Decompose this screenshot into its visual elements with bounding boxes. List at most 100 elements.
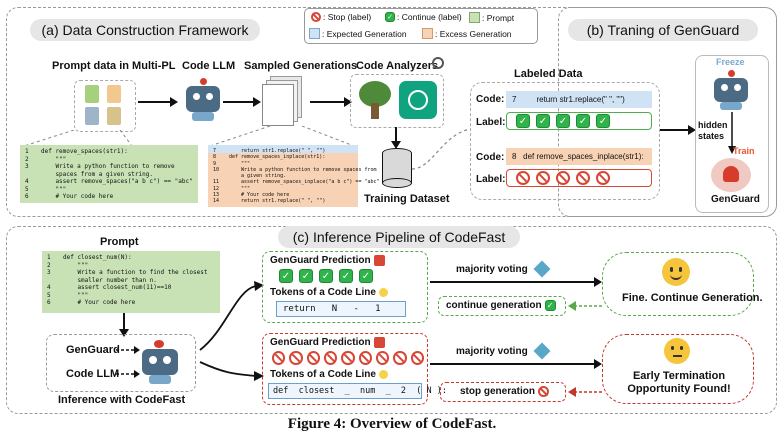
stop-icon <box>393 351 407 365</box>
sampled-callout-lines <box>209 126 355 146</box>
top-prediction-box <box>262 251 428 323</box>
check-icon: ✓ <box>339 269 353 283</box>
legend-expected: : Expected Generation <box>322 28 407 39</box>
bottom-result-box <box>602 334 754 404</box>
hidden-states-label: hidden states <box>698 120 728 141</box>
continue-generation-box <box>438 296 566 316</box>
bottom-prediction-marks <box>270 350 426 366</box>
top-result-text: Fine. Continue Generation. <box>622 292 763 304</box>
top-result-box <box>602 252 754 316</box>
arrow-prompt-to-inference <box>119 313 129 337</box>
legend-prompt: : Prompt <box>482 12 515 23</box>
database-icon <box>382 148 412 188</box>
code-llm-heading: Code LLM <box>182 60 236 72</box>
genguard-badge-icon <box>373 337 385 348</box>
stop-icon <box>272 351 286 365</box>
legend-stop: : Stop (label) <box>323 12 372 22</box>
arrow-prompt-to-llm <box>138 97 178 107</box>
check-icon: ✓ <box>279 269 293 283</box>
train-label: Train <box>733 146 755 156</box>
legend-continue: : Continue (label) <box>397 12 462 22</box>
branch-arrows <box>199 281 264 381</box>
figure-caption: Figure 4: Overview of CodeFast. <box>287 416 497 432</box>
arrow-top-voting <box>430 277 602 287</box>
stop-generation-box <box>440 382 566 402</box>
panel-c-title: (c) Inference Pipeline of CodeFast <box>278 226 520 248</box>
stop-icon <box>556 171 570 185</box>
arrow-labeled-to-training <box>660 125 696 135</box>
bottom-tokens: def closest _ num _ 2 ( N ): <box>268 383 447 399</box>
frozen-code-llm-robot-icon <box>712 70 750 112</box>
check-icon: ✓ <box>544 300 556 311</box>
prompt-callout-lines <box>23 130 133 146</box>
arrow-analyzers-to-dataset <box>391 127 401 149</box>
inference-label: Inference with CodeFast <box>58 394 186 406</box>
codellm-label-c: Code LLM <box>66 368 120 380</box>
panel-b-title: (b) Traning of GenGuard <box>568 19 758 41</box>
thinking-face-icon <box>664 338 690 364</box>
row1-code-label: Code: <box>476 94 505 105</box>
sampled-heading: Sampled Generations <box>244 60 358 72</box>
check-icon: ✓ <box>516 114 530 128</box>
row1-label-label: Label: <box>476 117 506 128</box>
top-tokens: return N - 1 <box>276 301 406 317</box>
stop-icon <box>516 171 530 185</box>
check-icon: ✓ <box>385 12 395 22</box>
dataset-to-labeled-connector <box>412 128 471 170</box>
stop-icon <box>323 351 338 365</box>
genguard-robot-icon <box>709 158 753 194</box>
row2-code-label: Code: <box>476 152 505 163</box>
continue-generation-text: continue generation ✓ <box>446 300 559 311</box>
row2-label-label: Label: <box>476 174 506 185</box>
bottom-result-text: Early Termination Opportunity Found! <box>627 370 731 395</box>
arrow-llm-to-sampled <box>223 97 261 107</box>
genguard-label-c: GenGuard <box>66 344 120 356</box>
prompt-heading-c: Prompt <box>100 236 139 248</box>
arrow-bottom-voting <box>430 359 602 369</box>
genguard-badge-icon <box>373 255 385 266</box>
stop-generation-text: stop generation <box>460 386 552 397</box>
row2-marks <box>506 169 652 187</box>
smile-icon <box>662 258 690 286</box>
top-tokens-title: Tokens of a Code Line <box>270 287 388 298</box>
check-icon: ✓ <box>596 114 610 128</box>
labeled-data-box <box>470 82 660 200</box>
bottom-majority-voting: majority voting <box>456 346 528 357</box>
ai-analyzer-icon <box>399 81 437 119</box>
stop-icon <box>410 351 424 365</box>
tree-icon <box>357 81 393 121</box>
stop-icon <box>311 12 321 22</box>
row2-code: 8 def remove_spaces_inplace(str1): <box>506 148 652 165</box>
panel-a-title: (a) Data Construction Framework <box>30 19 260 41</box>
check-icon: ✓ <box>576 114 590 128</box>
arrows-to-inference-robot <box>116 346 140 378</box>
arrow-to-continue <box>568 301 602 311</box>
training-stack <box>695 55 769 213</box>
expected-swatch <box>309 28 320 39</box>
top-prediction-marks: ✓ ✓ ✓ ✓ ✓ <box>276 268 386 284</box>
stop-icon <box>538 386 550 397</box>
stop-icon <box>375 351 390 365</box>
bottom-prediction-box <box>262 333 428 405</box>
arrow-sampled-to-analyzers <box>310 97 352 107</box>
stop-icon <box>358 351 372 365</box>
inference-box <box>46 334 196 392</box>
stop-icon <box>596 171 610 185</box>
arrow-hidden-states <box>728 112 736 154</box>
row1-marks: ✓ ✓ ✓ ✓ ✓ <box>506 112 652 130</box>
code-analyzers-box <box>350 74 444 128</box>
stop-icon <box>341 351 355 365</box>
excess-swatch <box>422 28 433 39</box>
check-icon: ✓ <box>556 114 570 128</box>
sampled-generations-icon <box>262 76 304 126</box>
genguard-label: GenGuard <box>711 194 760 205</box>
freeze-label: Freeze <box>716 57 745 67</box>
lightbulb-icon <box>378 287 388 297</box>
arrow-to-stop <box>568 387 602 397</box>
stop-icon <box>576 171 590 185</box>
analyzers-heading: Code Analyzers <box>356 60 439 72</box>
legend: : Stop (label) ✓ : Continue (label) : Pr… <box>304 8 538 44</box>
top-prediction-title: GenGuard Prediction <box>270 255 385 266</box>
